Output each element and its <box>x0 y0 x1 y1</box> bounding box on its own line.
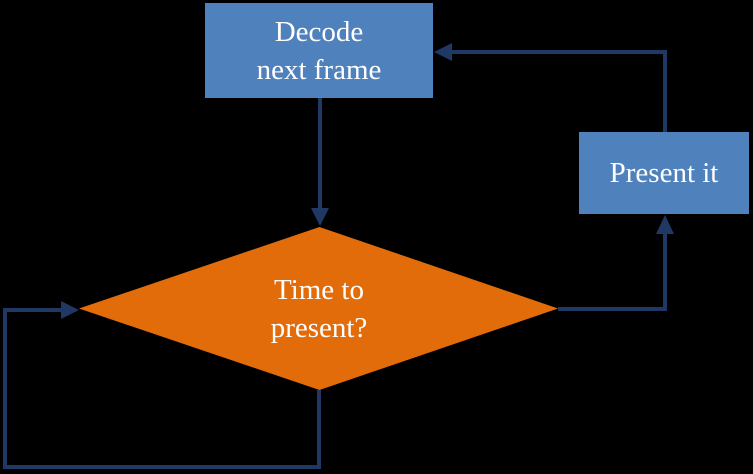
edge-decode-to-decision <box>311 98 329 226</box>
node-decision-label-line1: Time to <box>274 274 364 306</box>
node-decode-next-frame: Decode next frame <box>205 3 433 98</box>
edge-decision-to-present <box>558 215 674 311</box>
edge-decision-loop <box>3 301 321 469</box>
edge-present-to-decode <box>434 43 667 132</box>
decision-diamond-shape <box>79 227 558 390</box>
node-decision-label-line2: present? <box>270 312 368 344</box>
arrowhead-down-icon <box>311 208 329 226</box>
node-decode-label-line2: next frame <box>256 53 382 86</box>
node-present-it: Present it <box>579 132 749 214</box>
node-time-to-present-label: Time to present? <box>169 258 469 360</box>
arrowhead-right-icon <box>61 301 79 319</box>
node-decode-label-line1: Decode <box>274 15 364 48</box>
arrowhead-left-icon <box>434 43 452 61</box>
node-present-label: Present it <box>609 157 719 189</box>
arrowhead-up-icon <box>656 215 674 234</box>
